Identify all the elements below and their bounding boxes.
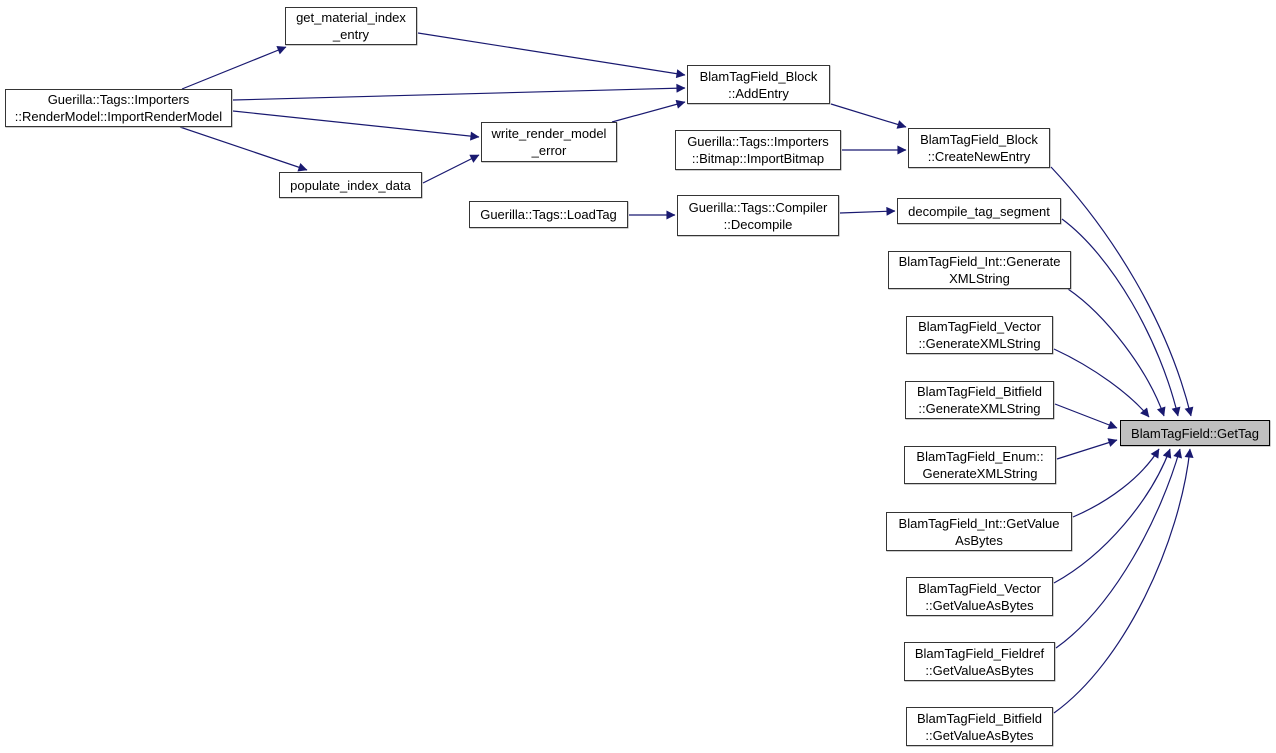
edge-writerendermodelerror-addentry: [611, 99, 686, 123]
node-decompile-tag-segment[interactable]: decompile_tag_segment: [897, 198, 1061, 224]
edge-createnewentry-gettag: [1050, 166, 1194, 417]
edge-enumgeneratexmlstring-gettag: [1056, 438, 1118, 460]
node-write-render-model-error[interactable]: write_render_model _error: [481, 122, 617, 162]
node-block-add-entry[interactable]: BlamTagField_Block ::AddEntry: [687, 65, 830, 104]
edge-intgetvalueasbytes-gettag: [1072, 448, 1160, 518]
edge-importrendermodel-getmaterialindexentry: [181, 46, 287, 90]
node-block-create-new-entry[interactable]: BlamTagField_Block ::CreateNewEntry: [908, 128, 1050, 168]
edge-bitfieldgetvalueasbytes-gettag: [1053, 448, 1194, 714]
edge-fieldrefgetvalueasbytes-gettag: [1055, 448, 1182, 649]
edge-populateindexdata-writerendermodelerror: [422, 154, 480, 184]
node-fieldref-get-value-as-bytes[interactable]: BlamTagField_Fieldref ::GetValueAsBytes: [904, 642, 1055, 681]
node-get-material-index-entry[interactable]: get_material_index _entry: [285, 7, 417, 45]
node-bitfield-get-value-as-bytes[interactable]: BlamTagField_Bitfield ::GetValueAsBytes: [906, 707, 1053, 746]
edge-decompile-decompiletagsegment: [839, 206, 896, 216]
edge-importrendermodel-writerendermodelerror: [232, 110, 480, 141]
node-int-get-value-as-bytes[interactable]: BlamTagField_Int::GetValue AsBytes: [886, 512, 1072, 551]
edge-vectorgetvalueasbytes-gettag: [1053, 448, 1172, 584]
edge-vectorgeneratexmlstring-gettag: [1053, 348, 1150, 418]
node-bitmap-import-bitmap[interactable]: Guerilla::Tags::Importers ::Bitmap::Impo…: [675, 130, 841, 170]
node-compiler-decompile[interactable]: Guerilla::Tags::Compiler ::Decompile: [677, 195, 839, 236]
node-vector-generate-xml-string[interactable]: BlamTagField_Vector ::GenerateXMLString: [906, 316, 1053, 354]
node-populate-index-data[interactable]: populate_index_data: [279, 172, 422, 198]
node-enum-generate-xml-string[interactable]: BlamTagField_Enum:: GenerateXMLString: [904, 446, 1056, 484]
node-int-generate-xml-string[interactable]: BlamTagField_Int::Generate XMLString: [888, 251, 1071, 289]
edge-decompiletagsegment-gettag: [1061, 218, 1181, 417]
node-load-tag[interactable]: Guerilla::Tags::LoadTag: [469, 201, 628, 228]
node-bitfield-generate-xml-string[interactable]: BlamTagField_Bitfield ::GenerateXMLStrin…: [905, 381, 1054, 419]
edge-importrendermodel-addentry: [232, 83, 686, 101]
edge-importrendermodel-populateindexdata: [179, 126, 308, 172]
node-import-render-model[interactable]: Guerilla::Tags::Importers ::RenderModel:…: [5, 89, 232, 127]
edge-getmaterialindexentry-addentry: [417, 32, 686, 79]
node-vector-get-value-as-bytes[interactable]: BlamTagField_Vector ::GetValueAsBytes: [906, 577, 1053, 616]
edge-intgeneratexmlstring-gettag: [1067, 288, 1166, 417]
edge-addentry-createnewentry: [830, 103, 907, 129]
edge-bitfieldgeneratexmlstring-gettag: [1054, 403, 1118, 430]
node-get-tag[interactable]: BlamTagField::GetTag: [1120, 420, 1270, 446]
